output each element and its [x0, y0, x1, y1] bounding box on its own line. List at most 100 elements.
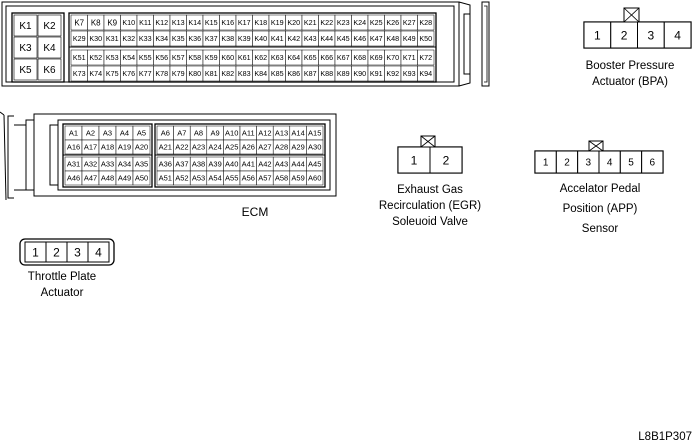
pin-k39-label: K39 — [238, 34, 251, 43]
pin-a4: A4 — [115, 125, 134, 141]
pin-a57: A57 — [256, 170, 274, 186]
pin-k29: K29 — [70, 30, 88, 47]
pin-k93: K93 — [400, 65, 418, 82]
pin-a46: A46 — [64, 170, 83, 186]
pin-k38: K38 — [219, 30, 237, 47]
pin-k49-label: K49 — [403, 34, 416, 43]
pin-k70: K70 — [384, 49, 402, 66]
pin-k40-label: K40 — [254, 34, 267, 43]
pin-k87: K87 — [301, 65, 319, 82]
pin-k43-label: K43 — [304, 34, 317, 43]
bpa-pin-2: 2 — [610, 21, 638, 49]
pin-a25-label: A25 — [225, 143, 238, 152]
pin-k82-label: K82 — [221, 69, 234, 78]
pin-k28-label: K28 — [419, 18, 432, 27]
pin-k41: K41 — [268, 30, 286, 47]
pin-k51: K51 — [70, 49, 88, 66]
pin-a25: A25 — [223, 139, 241, 155]
pin-k92: K92 — [384, 65, 402, 82]
pin-k27-label: K27 — [403, 18, 416, 27]
pin-k81: K81 — [202, 65, 220, 82]
app-label-line-1: Accelator Pedal — [559, 183, 641, 195]
pin-k87-label: K87 — [304, 69, 317, 78]
pin-k21: K21 — [301, 14, 319, 31]
pin-k80: K80 — [186, 65, 204, 82]
pin-k46: K46 — [351, 30, 369, 47]
pin-k54: K54 — [120, 49, 138, 66]
pin-a27: A27 — [256, 139, 274, 155]
pin-k10-label: K10 — [122, 18, 135, 27]
pin-k14: K14 — [186, 14, 204, 31]
pin-k4: K4 — [37, 36, 62, 59]
app-pin-5: 5 — [619, 150, 643, 174]
pin-a35: A35 — [132, 156, 151, 172]
egr-pin-2: 2 — [429, 146, 463, 174]
pin-k4-label: K4 — [43, 43, 56, 54]
app-pin-4-label: 4 — [607, 158, 613, 169]
pin-k6-label: K6 — [43, 65, 56, 76]
pin-k91: K91 — [367, 65, 385, 82]
pin-a11-label: A11 — [242, 129, 255, 138]
pin-a45-label: A45 — [308, 160, 321, 169]
pin-a15: A15 — [306, 125, 324, 141]
pin-a13: A13 — [272, 125, 291, 141]
pin-a8-label: A8 — [194, 129, 203, 138]
bpa-pin-1: 1 — [583, 21, 612, 49]
pin-a55-label: A55 — [225, 174, 238, 183]
pin-a11: A11 — [239, 125, 257, 141]
pin-a49-label: A49 — [118, 174, 131, 183]
pin-k92-label: K92 — [386, 69, 399, 78]
app-pin-1: 1 — [534, 150, 557, 174]
throttle-label-line-1: Throttle Plate — [27, 271, 97, 283]
pin-k13: K13 — [169, 14, 187, 31]
pin-k49: K49 — [400, 30, 418, 47]
pin-k76: K76 — [120, 65, 138, 82]
pin-a21-label: A21 — [159, 143, 172, 152]
pin-k64: K64 — [285, 49, 303, 66]
pin-k23-label: K23 — [337, 18, 350, 27]
pin-k56-label: K56 — [155, 53, 168, 62]
throttle-pin-1: 1 — [24, 241, 47, 263]
pin-k51-label: K51 — [73, 53, 86, 62]
throttle-label-line-2: Actuator — [40, 287, 84, 299]
pin-k36-label: K36 — [188, 34, 201, 43]
pin-k27: K27 — [400, 14, 418, 31]
pin-k1-label: K1 — [19, 21, 32, 32]
app-label-line-2: Position (APP) — [562, 203, 638, 215]
pin-k65: K65 — [301, 49, 319, 66]
pin-a52-label: A52 — [175, 174, 188, 183]
pin-k19: K19 — [268, 14, 286, 31]
pin-a37: A37 — [173, 156, 191, 172]
pin-a23-label: A23 — [192, 143, 205, 152]
app-pin-3: 3 — [577, 150, 600, 174]
pin-a6: A6 — [156, 125, 174, 141]
pin-a30-label: A30 — [308, 143, 321, 152]
pin-a17-label: A17 — [84, 143, 97, 152]
pin-a1-label: A1 — [69, 129, 78, 138]
pin-a9: A9 — [206, 125, 224, 141]
pin-a7: A7 — [173, 125, 191, 141]
bpa-label-line-1: Booster Pressure — [585, 60, 675, 72]
pin-k13-label: K13 — [172, 18, 185, 27]
pin-a59: A59 — [289, 170, 307, 186]
egr-label-line-3: Soleuoid Valve — [392, 216, 468, 228]
pin-a20: A20 — [132, 139, 151, 155]
pin-a38-label: A38 — [192, 160, 205, 169]
pin-k17-label: K17 — [238, 18, 251, 27]
pin-k58: K58 — [186, 49, 204, 66]
pin-k35: K35 — [169, 30, 187, 47]
pin-k85-label: K85 — [271, 69, 284, 78]
pin-a8: A8 — [189, 125, 208, 141]
pin-k18: K18 — [252, 14, 270, 31]
pin-k40: K40 — [252, 30, 270, 47]
pin-k84: K84 — [252, 65, 270, 82]
pin-a41-label: A41 — [242, 160, 255, 169]
pin-k24: K24 — [351, 14, 369, 31]
pin-k38-label: K38 — [221, 34, 234, 43]
